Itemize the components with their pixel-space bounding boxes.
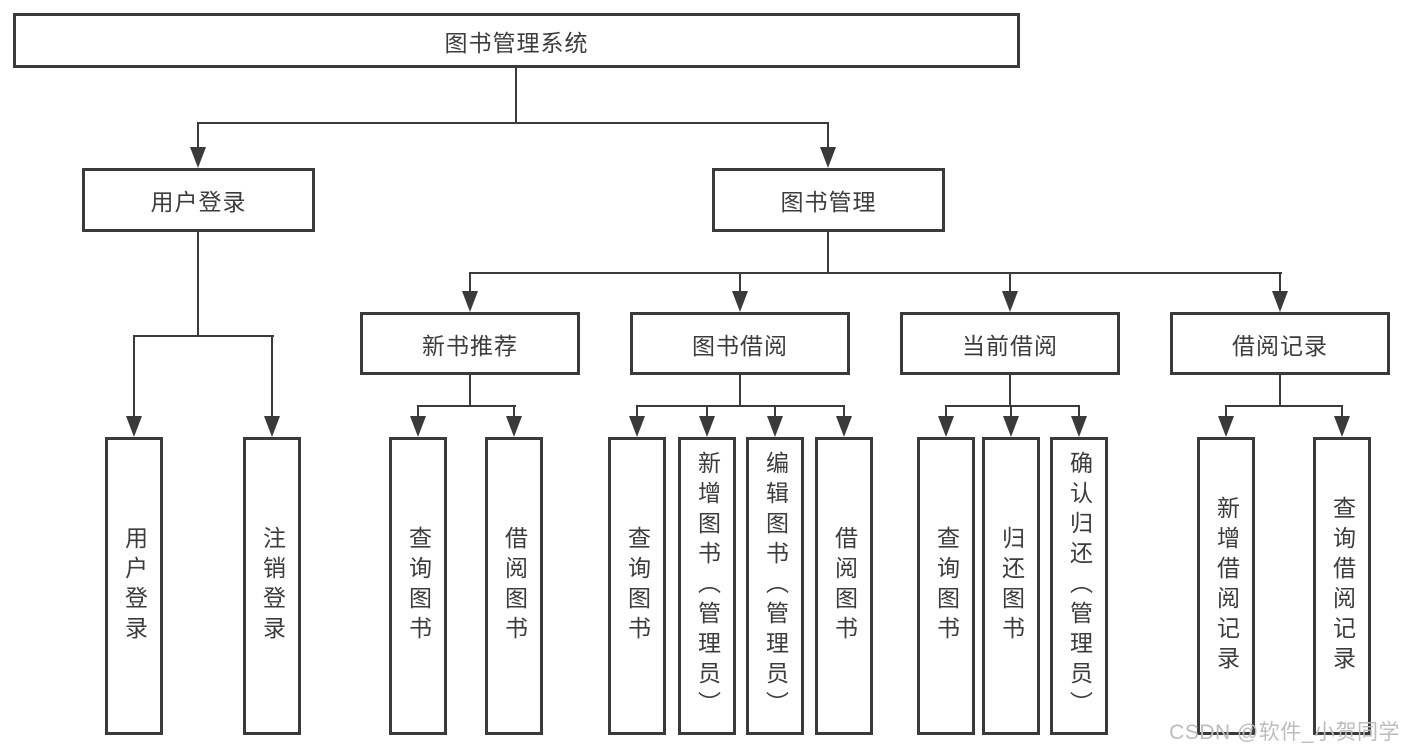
arrow-down-icon [1071, 416, 1087, 437]
connector-vline [417, 405, 419, 419]
arrow-down-icon [836, 416, 852, 437]
leaf-label: 新增图书（管理员） [694, 451, 721, 721]
arrow-down-icon [732, 291, 748, 312]
connector-hline [417, 405, 516, 407]
arrow-down-icon [629, 416, 645, 437]
connector-vline [827, 232, 829, 274]
node-new-book-recommend: 新书推荐 [360, 312, 580, 375]
leaf-label: 新增借阅记录 [1213, 496, 1240, 676]
node-label: 当前借阅 [962, 332, 1058, 359]
leaf-label: 用户登录 [121, 526, 148, 646]
arrow-down-icon [1334, 416, 1350, 437]
arrow-down-icon [410, 416, 426, 437]
connector-hline [636, 405, 845, 407]
leaf-confirm-return-admin: 确认归还（管理员） [1050, 437, 1108, 735]
arrow-down-icon [264, 416, 280, 437]
arrow-down-icon [126, 416, 142, 437]
connector-vline [1279, 375, 1281, 407]
leaf-label: 借阅图书 [831, 526, 858, 646]
leaf-return-books: 归还图书 [982, 437, 1040, 735]
connector-vline [133, 335, 135, 420]
connector-vline [843, 405, 845, 419]
connector-vline [1341, 405, 1343, 419]
arrow-down-icon [1003, 416, 1019, 437]
leaf-label: 查询借阅记录 [1329, 496, 1356, 676]
node-label: 新书推荐 [422, 332, 518, 359]
connector-vline [739, 375, 741, 407]
leaf-query-books-recommend: 查询图书 [389, 437, 447, 735]
connector-vline [469, 272, 471, 294]
connector-vline [1225, 405, 1227, 419]
leaf-label: 查询图书 [624, 526, 651, 646]
leaf-label: 查询图书 [405, 526, 432, 646]
connector-hline [469, 272, 1282, 274]
connector-vline [1010, 405, 1012, 419]
node-root-library-system: 图书管理系统 [13, 13, 1020, 68]
leaf-query-books-borrowing: 查询图书 [608, 437, 666, 735]
leaf-logout: 注销登录 [243, 437, 301, 735]
arrow-down-icon [1218, 416, 1234, 437]
leaf-query-books-current: 查询图书 [917, 437, 975, 735]
connector-vline [1279, 272, 1281, 294]
leaf-user-login: 用户登录 [105, 437, 163, 735]
node-label: 图书管理 [780, 189, 877, 215]
node-label: 图书管理系统 [444, 29, 589, 56]
leaf-add-books-admin: 新增图书（管理员） [678, 437, 736, 735]
arrow-down-icon [190, 147, 206, 168]
connector-hline [133, 335, 274, 337]
connector-vline [271, 335, 273, 420]
connector-hline [1225, 405, 1343, 407]
connector-vline [1009, 375, 1011, 407]
connector-vline [513, 405, 515, 419]
node-label: 图书借阅 [692, 332, 788, 359]
arrow-down-icon [820, 147, 836, 168]
leaf-label: 查询图书 [933, 526, 960, 646]
arrow-down-icon [506, 416, 522, 437]
connector-vline [774, 405, 776, 419]
node-current-borrowing: 当前借阅 [900, 312, 1120, 375]
arrow-down-icon [699, 416, 715, 437]
leaf-query-borrow-record: 查询借阅记录 [1313, 437, 1371, 735]
connector-vline [1009, 272, 1011, 294]
connector-hline [197, 122, 829, 124]
leaf-label: 借阅图书 [501, 526, 528, 646]
leaf-borrow-books-recommend: 借阅图书 [485, 437, 543, 735]
leaf-add-borrow-record: 新增借阅记录 [1197, 437, 1255, 735]
leaf-label: 注销登录 [259, 526, 286, 646]
connector-vline [197, 122, 199, 150]
leaf-label: 归还图书 [998, 526, 1025, 646]
leaf-label: 确认归还（管理员） [1066, 451, 1093, 721]
arrow-down-icon [767, 416, 783, 437]
connector-vline [515, 68, 517, 122]
connector-vline [636, 405, 638, 419]
node-book-borrowing: 图书借阅 [630, 312, 850, 375]
node-book-management: 图书管理 [712, 168, 945, 232]
connector-vline [469, 375, 471, 407]
node-label: 用户登录 [150, 189, 247, 215]
node-label: 借阅记录 [1232, 332, 1328, 359]
arrow-down-icon [1002, 291, 1018, 312]
arrow-down-icon [1272, 291, 1288, 312]
connector-vline [739, 272, 741, 294]
connector-vline [827, 122, 829, 150]
connector-vline [1078, 405, 1080, 419]
leaf-edit-books-admin: 编辑图书（管理员） [746, 437, 804, 735]
node-borrowing-records: 借阅记录 [1170, 312, 1390, 375]
connector-vline [197, 232, 199, 337]
connector-vline [945, 405, 947, 419]
csdn-watermark: CSDN @软件_小贺同学 [1169, 721, 1400, 744]
node-user-login: 用户登录 [82, 168, 315, 232]
connector-hline [945, 405, 1080, 407]
connector-vline [706, 405, 708, 419]
leaf-label: 编辑图书（管理员） [762, 451, 789, 721]
leaf-borrow-books: 借阅图书 [815, 437, 873, 735]
arrow-down-icon [462, 291, 478, 312]
arrow-down-icon [938, 416, 954, 437]
